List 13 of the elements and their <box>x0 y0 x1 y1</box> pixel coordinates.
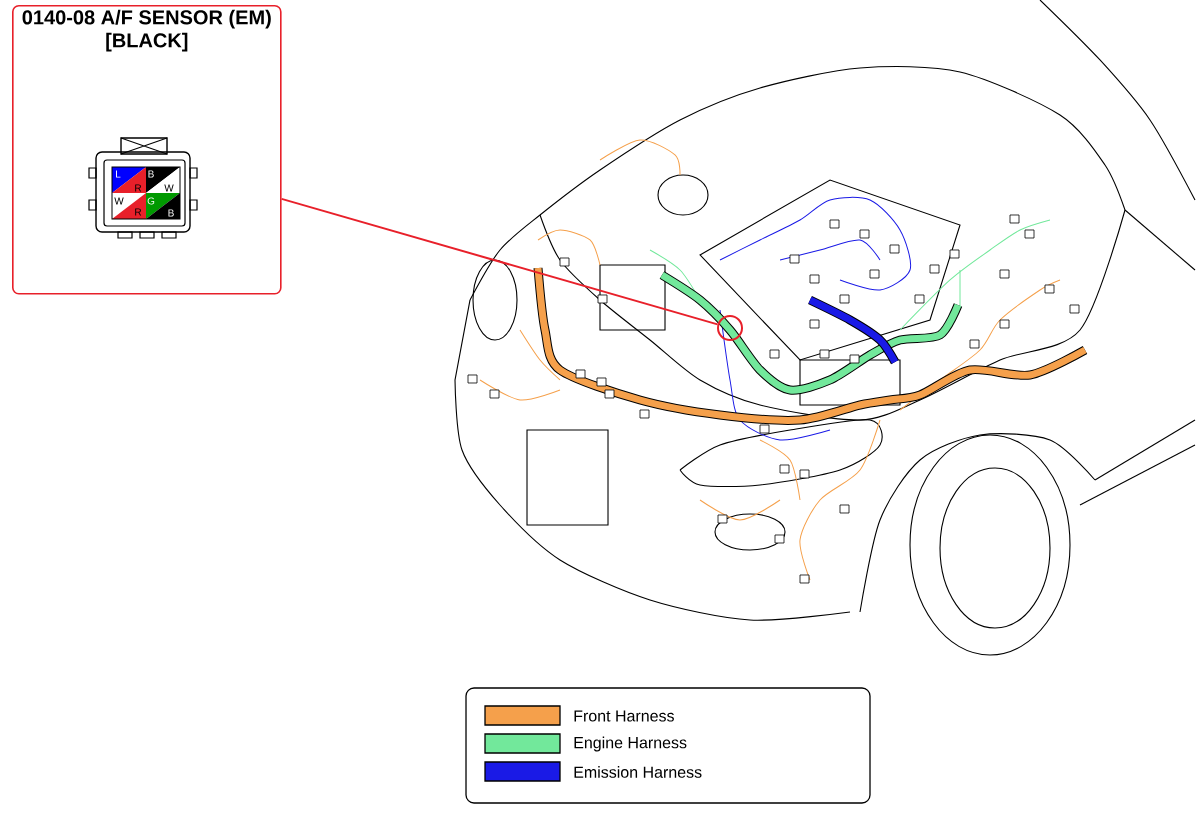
pin-label: G <box>147 197 155 205</box>
pin-label: B <box>168 209 174 217</box>
legend-label: Emission Harness <box>574 766 702 778</box>
pin-label: R <box>135 208 142 216</box>
pin-label: R <box>135 184 142 192</box>
pin-label: W <box>164 184 174 192</box>
leader-line <box>280 197 719 326</box>
pin-label: B <box>148 170 154 178</box>
pin-label: L <box>116 170 121 178</box>
highlight-circle <box>717 315 743 341</box>
legend-label: Front Harness <box>574 710 674 722</box>
legend-label: Engine Harness <box>574 736 687 752</box>
pin-label: W <box>114 197 124 205</box>
